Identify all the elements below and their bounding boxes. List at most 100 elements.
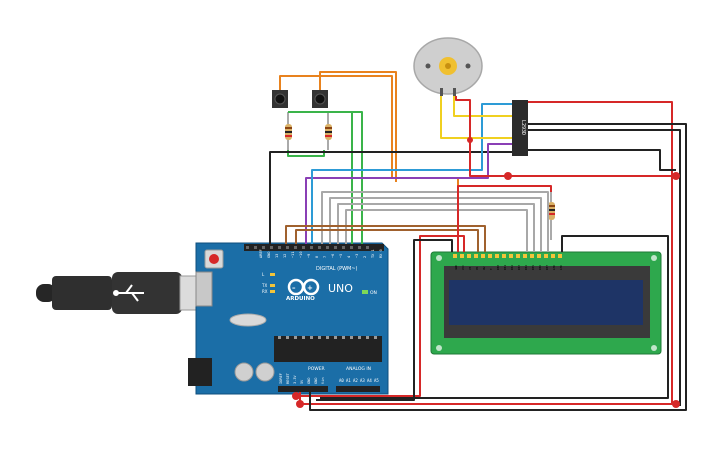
lcd-pin-db6: DB6 xyxy=(538,265,542,270)
pin-rx0: RX 0 xyxy=(379,249,383,258)
lcd-pin-rs: RS xyxy=(475,266,479,270)
lcd-pin-led-k: LED xyxy=(559,265,563,270)
pin-gnd: GND xyxy=(267,252,271,259)
lcd-pin-db4: DB4 xyxy=(524,265,528,270)
lcd-pin-db0: DB0 xyxy=(496,265,500,270)
pin-10: ~10 xyxy=(299,252,303,259)
wire-black-2 xyxy=(309,123,687,411)
digital-label: DIGITAL (PWM~) xyxy=(316,266,358,272)
brand-text: ARDUINO xyxy=(286,296,315,302)
wire-orange-2 xyxy=(319,71,397,182)
rx-label: RX xyxy=(262,289,268,294)
pin-gnd-2: GND xyxy=(314,378,318,385)
wire-red-5 xyxy=(296,235,465,397)
pin-a1: A1 xyxy=(346,378,351,383)
pin-3v3: 3.3V xyxy=(293,375,297,384)
lcd-pin-v0: V0 xyxy=(468,266,472,270)
pin-a2: A2 xyxy=(353,378,358,383)
wire-green-2 xyxy=(328,111,363,244)
lcd-pin-db2: DB2 xyxy=(510,265,514,270)
arduino-logo: – + xyxy=(287,278,320,296)
junction-6 xyxy=(467,137,473,143)
resistor-2 xyxy=(325,112,332,150)
dc-motor xyxy=(413,37,483,96)
pin-a4: A4 xyxy=(367,378,372,383)
usb-icon xyxy=(113,284,144,302)
pin-ioref: IOREF xyxy=(279,373,283,384)
lcd-pin-e: E xyxy=(489,268,493,270)
svg-text:+: + xyxy=(307,284,313,292)
on-label: ON xyxy=(370,290,377,296)
analog-label: ANALOG IN xyxy=(346,366,371,372)
l-label: L xyxy=(262,272,265,277)
digital-header xyxy=(244,244,384,251)
wire-yellow-2 xyxy=(453,96,512,117)
wire-brown-1 xyxy=(285,225,486,252)
wire-blue-1 xyxy=(311,103,512,244)
lcd-screen xyxy=(449,280,643,325)
lcd-pin-gnd: GND xyxy=(454,265,458,270)
wire-black-4 xyxy=(316,239,453,401)
pin-9: ~9 xyxy=(307,254,311,258)
pin-a3: A3 xyxy=(360,378,365,383)
pin-vin: Vin xyxy=(321,378,325,385)
pin-4: 4 xyxy=(347,256,351,258)
wire-purple-1 xyxy=(305,143,512,244)
resistor-1 xyxy=(285,112,292,150)
wire-red-2 xyxy=(455,96,508,177)
lcd-pin-db7: DB7 xyxy=(545,265,549,270)
lcd-pin-rw: RW xyxy=(482,266,486,270)
pin-8: 8 xyxy=(315,256,319,258)
wire-black-5 xyxy=(320,235,669,399)
svg-text:–: – xyxy=(292,284,296,292)
wire-black-6 xyxy=(528,149,676,171)
push-button-1[interactable] xyxy=(272,90,288,108)
wire-junctions xyxy=(292,137,680,408)
lcd-pin-db5: DB5 xyxy=(531,265,535,270)
pin-13: 13 xyxy=(275,254,279,258)
push-button-2[interactable] xyxy=(312,90,328,108)
pin-reset: RESET xyxy=(286,372,290,384)
reset-button[interactable] xyxy=(209,254,219,264)
junction-4 xyxy=(296,400,304,408)
wire-brown-2 xyxy=(295,229,479,252)
pin-12: 12 xyxy=(283,254,287,258)
pin-11: ~11 xyxy=(291,252,295,259)
lcd-16x2: GND VCC V0 RS RW E DB0 DB1 DB2 DB3 DB4 D… xyxy=(430,251,662,355)
lcd-pin-db1: DB1 xyxy=(503,265,507,270)
wire-yellow-1 xyxy=(440,96,512,139)
wire-red-1 xyxy=(457,185,552,252)
pin-5: ~5 xyxy=(339,254,343,258)
junction-1 xyxy=(504,172,512,180)
pin-7: 7 xyxy=(323,256,327,258)
chip-label: L293D xyxy=(520,120,526,135)
junction-5 xyxy=(292,392,300,400)
power-jack xyxy=(188,358,212,386)
resistor-3 xyxy=(548,192,555,240)
l293d-chip: L293D xyxy=(512,100,528,156)
arduino-board: AREF GND 13 12 ~11 ~10 ~9 8 7 ~6 ~5 4 ~3… xyxy=(188,242,389,395)
junction-3 xyxy=(672,400,680,408)
pin-3: ~3 xyxy=(355,254,359,258)
pin-a0: A0 xyxy=(339,378,344,383)
wire-gray-2 xyxy=(329,197,542,252)
wire-gray-1 xyxy=(321,191,549,252)
pin-a5: A5 xyxy=(374,378,379,383)
usb-cable xyxy=(36,272,207,314)
lcd-pin-db3: DB3 xyxy=(517,265,521,270)
pin-aref: AREF xyxy=(259,249,263,258)
junction-2 xyxy=(672,172,680,180)
wire-gray-3 xyxy=(337,203,535,252)
pin-2: 2 xyxy=(363,256,367,258)
tx-label: TX xyxy=(261,283,267,288)
wire-black-3 xyxy=(528,129,681,406)
pin-tx1: TX 1 xyxy=(371,249,375,258)
pin-5v: 5V xyxy=(300,379,304,384)
wire-black-1 xyxy=(269,151,512,244)
power-label: POWER xyxy=(308,366,325,372)
lcd-pin-vcc: VCC xyxy=(461,265,465,270)
model-text: UNO xyxy=(328,282,353,295)
lcd-pin-led-a: LED xyxy=(552,265,556,270)
